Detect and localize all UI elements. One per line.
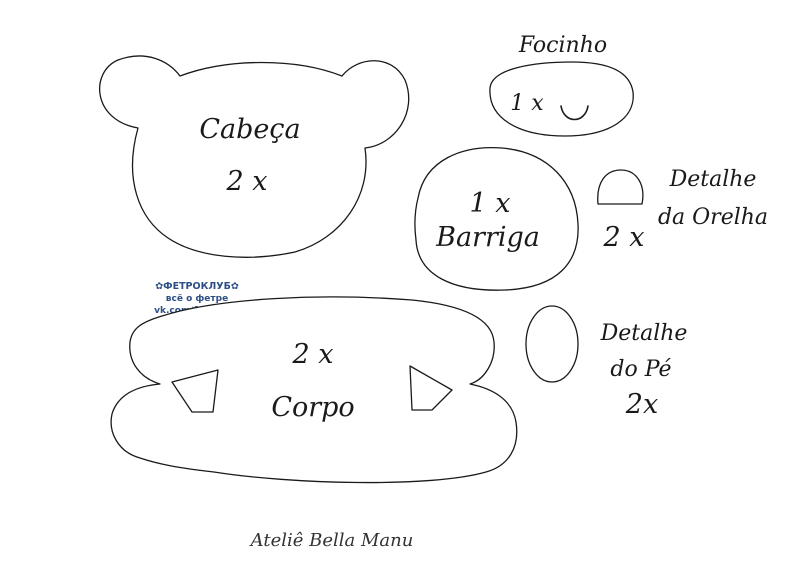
ear-detail-name-line1: Detalhe <box>669 167 757 192</box>
watermark-line-1: ✿ФЕТРОКЛУБ✿ <box>155 281 239 292</box>
foot-detail-outline <box>525 305 579 383</box>
head-piece: Cabeça 2 x <box>98 55 410 258</box>
body-right-leg-notch <box>409 365 453 411</box>
body-left-leg-notch <box>171 369 219 413</box>
body-name: Corpo <box>271 392 354 423</box>
ear-detail-name-line2: da Orelha <box>658 205 768 230</box>
foot-detail-name-line2: do Pé <box>610 357 671 382</box>
watermark-line-2: всё о фетре <box>166 294 228 304</box>
snout-quantity: 1 x <box>510 91 544 116</box>
head-outline <box>98 55 410 258</box>
ear-detail-piece: Detalhe da Orelha 2 x <box>597 167 768 253</box>
belly-quantity: 1 x <box>470 188 511 219</box>
smile-mark <box>560 105 589 121</box>
foot-detail-name-line1: Detalhe <box>600 321 688 346</box>
snout-piece: Focinho 1 x <box>489 33 634 137</box>
belly-piece: 1 x Barriga <box>414 146 579 291</box>
head-quantity: 2 x <box>226 166 268 197</box>
head-name: Cabeça <box>199 114 300 145</box>
body-quantity: 2 x <box>292 339 334 370</box>
atelier-signature: Ateliê Bella Manu <box>249 530 414 551</box>
foot-detail-quantity: 2x <box>625 389 658 420</box>
snout-outline <box>489 61 634 137</box>
foot-detail-piece: Detalhe do Pé 2x <box>525 305 688 420</box>
body-outline <box>110 296 518 484</box>
snout-name: Focinho <box>518 33 607 58</box>
belly-outline <box>414 146 579 291</box>
belly-name: Barriga <box>435 222 540 253</box>
ear-detail-outline <box>597 169 644 205</box>
ear-detail-quantity: 2 x <box>603 222 645 253</box>
body-piece: 2 x Corpo <box>110 296 518 484</box>
